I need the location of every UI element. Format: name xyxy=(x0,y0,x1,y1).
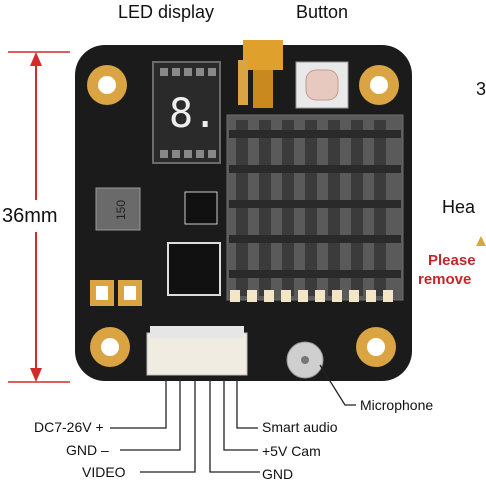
heatsink-label: Hea xyxy=(442,197,476,217)
led-display-label: LED display xyxy=(118,2,215,22)
connector-wires xyxy=(110,364,356,473)
microphone-component xyxy=(286,341,324,379)
main-chip xyxy=(167,242,221,296)
inductor-code: 150 xyxy=(114,199,129,221)
mounting-holes xyxy=(87,65,399,367)
heatsink-crossbar xyxy=(229,235,401,243)
led-display-module xyxy=(152,61,221,164)
top-right-partial-label: 3 xyxy=(476,79,486,99)
inductor xyxy=(95,187,141,231)
bottom-pads xyxy=(230,290,393,302)
video-label: VIDEO xyxy=(82,464,126,480)
solder-pad xyxy=(230,290,240,302)
heatsink-crossbar xyxy=(229,130,401,138)
chip-marker xyxy=(184,191,218,225)
warning-line2: remove xyxy=(418,271,472,288)
solder-pad xyxy=(247,290,257,302)
antenna-connector xyxy=(238,40,283,108)
solder-pad xyxy=(298,290,308,302)
microphone-label: Microphone xyxy=(360,397,434,413)
button-label: Button xyxy=(296,2,349,22)
smart-audio-label: Smart audio xyxy=(262,419,338,435)
led-digit: 8. xyxy=(169,91,218,137)
solder-pad xyxy=(349,290,359,302)
solder-pad xyxy=(383,290,393,302)
heatsink-crossbar xyxy=(229,165,401,173)
dimension-label: 36mm xyxy=(2,205,58,227)
dimension-arrow xyxy=(8,51,70,383)
solder-pad xyxy=(264,290,274,302)
solder-pad xyxy=(366,290,376,302)
warning-line1: Please xyxy=(428,252,476,269)
gnd-right-label: GND xyxy=(262,466,294,482)
cable-connector xyxy=(146,326,248,376)
solder-pad xyxy=(332,290,342,302)
button-component xyxy=(295,61,349,109)
solder-pad xyxy=(281,290,291,302)
gnd-left-label: GND – xyxy=(66,442,109,458)
solder-pad xyxy=(315,290,325,302)
heatsink-fins xyxy=(229,120,401,296)
dc-input-label: DC7-26V + xyxy=(34,419,104,435)
cam-5v-label: +5V Cam xyxy=(262,443,321,459)
capacitors xyxy=(90,280,142,306)
heatsink-crossbar xyxy=(229,200,401,208)
heatsink-crossbar xyxy=(229,270,401,278)
warning-icon xyxy=(476,236,486,246)
